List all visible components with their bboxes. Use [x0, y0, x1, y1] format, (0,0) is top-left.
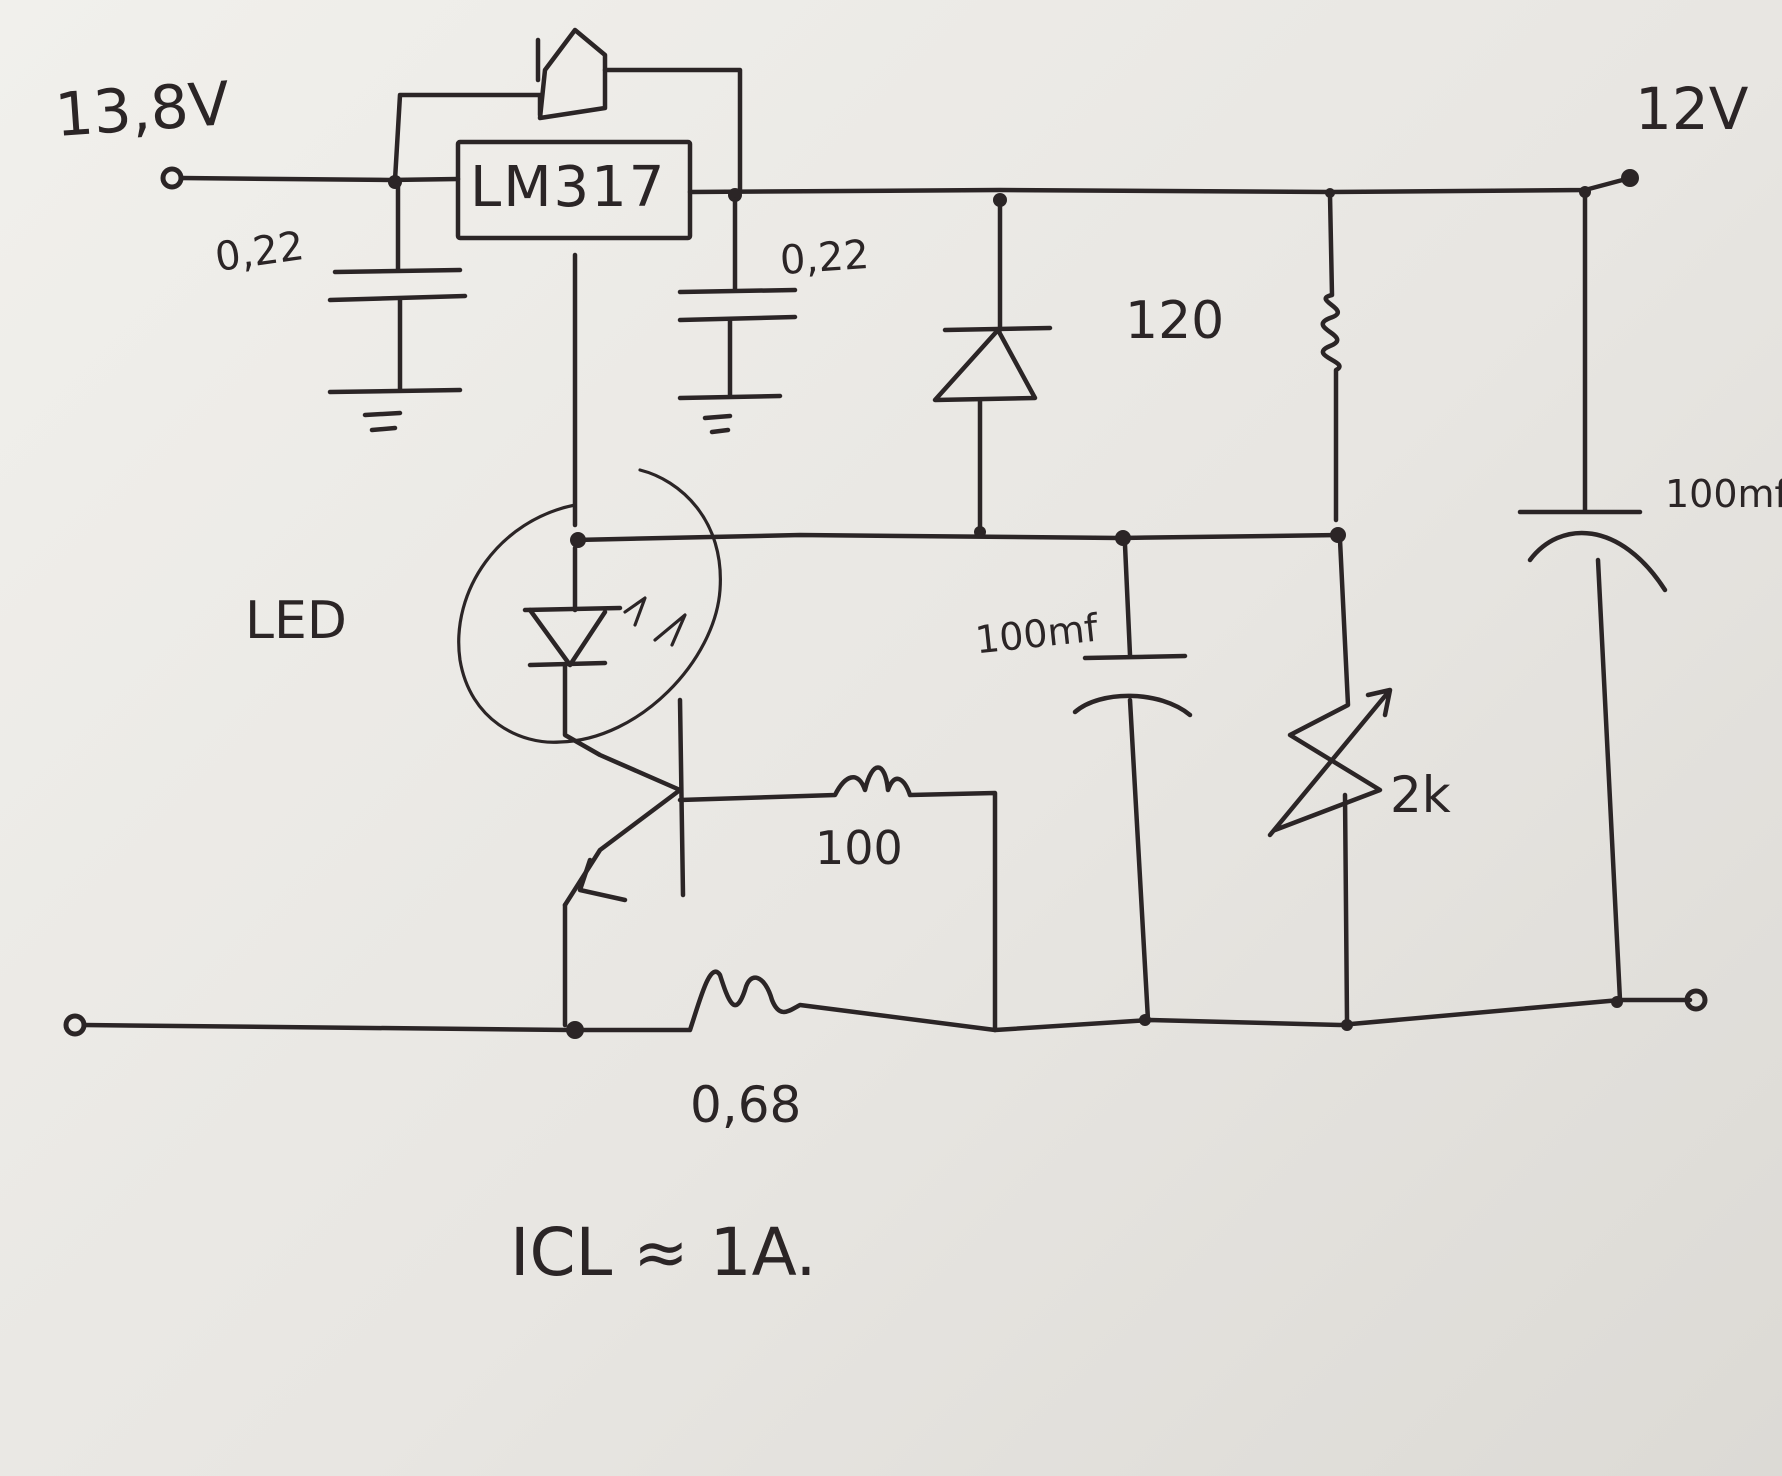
output-voltage-label: 12V [1635, 75, 1749, 143]
cap-out-plate-bottom [677, 314, 798, 323]
led-label: LED [245, 591, 347, 651]
junction-led-top [570, 532, 586, 548]
transistor-arrow [577, 857, 628, 903]
junction-diode-top [993, 193, 1007, 207]
ground-terminal-left [63, 1013, 87, 1037]
led-to-transistor-wire [562, 662, 683, 793]
cap-big-curved-plate [1527, 530, 1668, 593]
junction-diode-bottom [974, 526, 986, 538]
led-cathode-bar [527, 660, 608, 668]
diode-triangle [932, 327, 1038, 403]
junction-out [728, 188, 742, 202]
cap-adj-lead-top [1122, 542, 1133, 658]
cap-out-plate-top [677, 287, 798, 295]
bypass-diode-body [537, 27, 608, 121]
cap-adj-curved-plate [1072, 693, 1193, 718]
cap-in-value: 0,22 [212, 223, 307, 281]
bypass-wire-right [602, 67, 743, 193]
led-triangle [527, 607, 608, 668]
ground-terminal-right [1684, 988, 1708, 1012]
transistor-emitter [562, 787, 683, 908]
cap-big-lead-bottom [1595, 557, 1623, 1003]
current-limit-note: ICL ≈ 1A. [510, 1214, 817, 1291]
junction-cap-adj [1115, 530, 1131, 546]
output-terminal [1621, 169, 1639, 187]
regulator-label: LM317 [470, 155, 667, 220]
cap-out-value: 0,22 [778, 231, 871, 285]
resistor-top-value: 120 [1125, 291, 1225, 351]
pot-2k-lead-bottom [1342, 792, 1350, 1023]
resistor-120 [1320, 192, 1342, 523]
pot-value: 2k [1390, 766, 1451, 824]
resistor-base-value: 100 [815, 821, 903, 875]
adj-node-wire [572, 532, 1343, 543]
cap-output-large-value: 100mf [1665, 472, 1782, 516]
cap-in-plate-top [332, 267, 463, 275]
led-outline-circle [457, 468, 722, 744]
junction-bottom-left [566, 1021, 584, 1039]
input-terminal [160, 166, 184, 190]
cap-adj-lead-bottom [1127, 697, 1151, 1023]
led-inner-lead [677, 697, 686, 898]
pot-2k-arrow [1267, 687, 1393, 838]
cap-in-plate-bottom [327, 293, 468, 303]
junction-cap-big-top [1579, 186, 1591, 198]
bottom-rail [81, 969, 1693, 1033]
led-bar [522, 605, 623, 613]
resistor-100 [677, 765, 998, 1033]
input-voltage-label: 13,8V [52, 68, 232, 152]
resistor-sense-value: 0,68 [690, 1076, 802, 1134]
led-light-arrows [623, 596, 687, 647]
pot-2k-zigzag [1272, 537, 1383, 833]
junction-pot-bottom [1341, 1019, 1353, 1031]
ground-symbol-left [327, 387, 463, 433]
ground-symbol-right [677, 393, 783, 435]
input-wire [178, 175, 461, 183]
cap-adj-plate [1082, 653, 1188, 661]
output-rail [687, 175, 1633, 195]
